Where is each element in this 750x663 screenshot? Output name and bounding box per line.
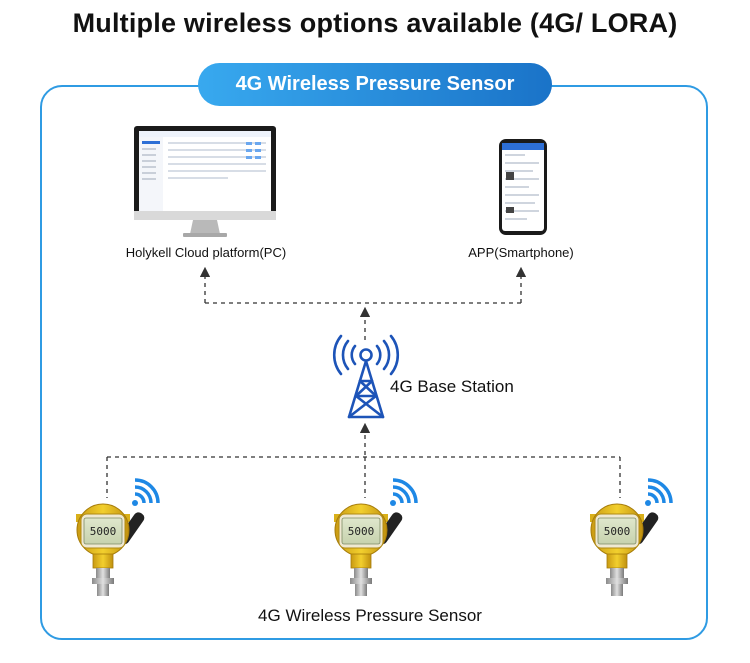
wifi-signal-icon [388,478,418,508]
downlink-connectors [106,422,621,498]
sensor-label: 4G Wireless Pressure Sensor [258,606,482,625]
pressure-sensor-center [333,478,418,597]
desktop-monitor-icon [134,126,276,237]
pc-platform-label: Holykell Cloud platform(PC) [125,245,287,260]
base-station-label: 4G Base Station [390,377,514,396]
uplink-connectors [199,266,527,340]
cell-tower-icon [332,334,400,419]
wifi-signal-icon [643,478,673,508]
section-badge: 4G Wireless Pressure Sensor [198,63,552,106]
smartphone-icon [499,139,547,235]
app-label: APP(Smartphone) [468,245,574,260]
pressure-sensor-left [75,478,160,597]
wifi-signal-icon [130,478,160,508]
page-title: Multiple wireless options available (4G/… [72,8,678,38]
section-badge-label: 4G Wireless Pressure Sensor [235,73,515,95]
pressure-sensor-right [589,478,673,597]
